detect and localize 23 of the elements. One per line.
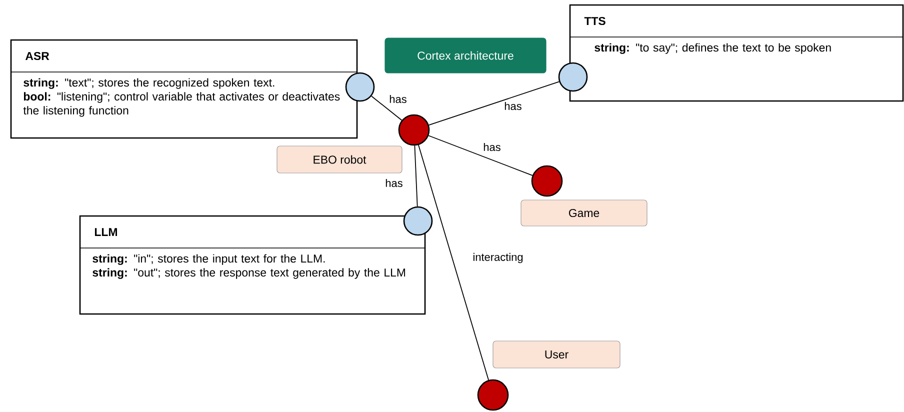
edge-label: has [384, 178, 404, 188]
connector-circle [558, 62, 588, 92]
label-box: EBO robot [276, 146, 402, 174]
edge-label: interacting [472, 252, 524, 264]
class-box: TTS string: "to say"; defines the text to be spoken [569, 4, 904, 102]
class-box: LLM string: "in"; stores the input text for the LLM. string: "out"; stores the response text generated by the LLM [79, 215, 426, 315]
connector-line [428, 81, 560, 126]
connector-line [414, 145, 418, 207]
edge-label: has [388, 94, 408, 104]
class-box: ASR string: "text"; stores the recognized spoken text. bool: "listening"; control variable that activates or deactivates the listening function [10, 39, 358, 139]
connector-circle [531, 165, 563, 197]
label-box: Cortex architecture [384, 38, 546, 74]
connector-circle [398, 114, 430, 146]
connector-circle [403, 206, 433, 236]
label-box: Game [520, 200, 648, 226]
connector-line [428, 135, 533, 176]
connector-circle [477, 379, 509, 411]
label-box: User [492, 340, 620, 368]
edge-label: has [503, 100, 523, 112]
connector-line [371, 96, 402, 121]
edge-label: has [482, 142, 502, 152]
connector-circle [345, 72, 375, 102]
connector-line [418, 144, 489, 380]
